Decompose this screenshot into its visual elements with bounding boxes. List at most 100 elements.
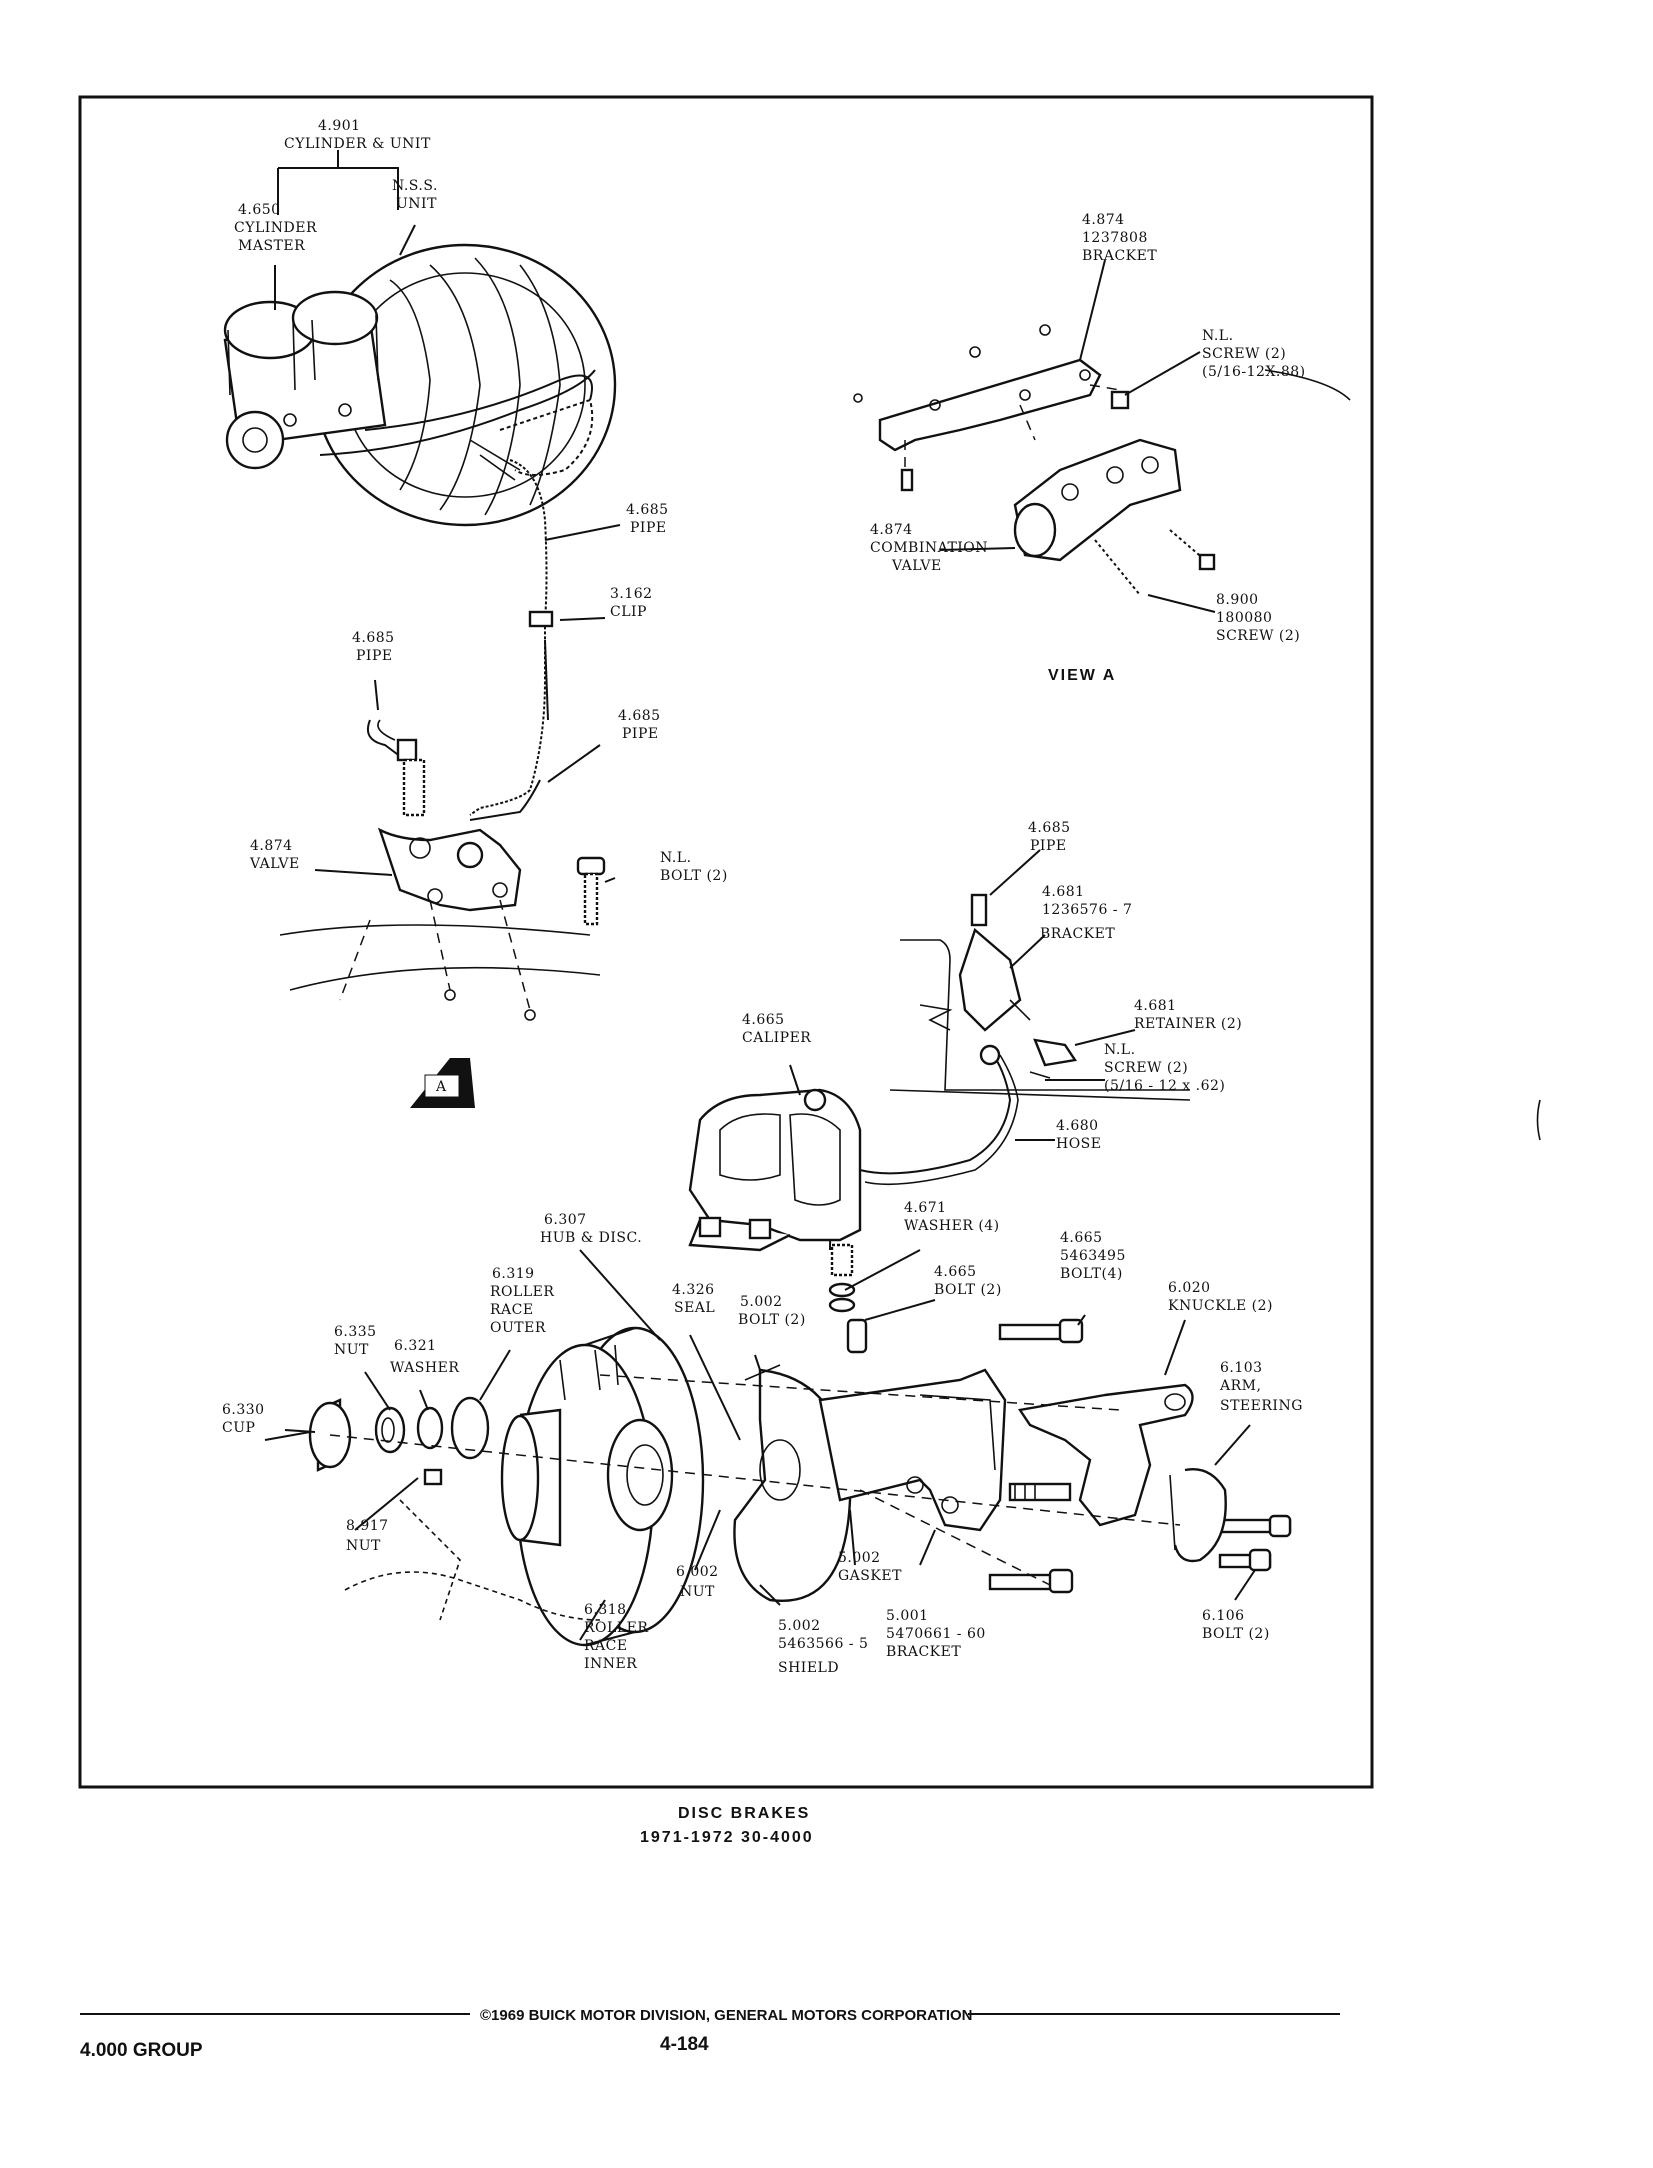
callout-clip-line: CLIP [610, 604, 647, 620]
callout-arm-steering-line: 6.103 [1220, 1360, 1263, 1376]
callout-caliper: 4.665 CALIPER [742, 1012, 811, 1046]
callout-washer-321-line: 6.321 [394, 1338, 437, 1354]
callout-cylinder-master-line: 4.650 [238, 202, 281, 218]
callout-bolt-caliper-line: BOLT (2) [934, 1282, 1002, 1298]
callout-roller-outer-line: 6.319 [492, 1266, 535, 1282]
callout-cylinder-master-line: CYLINDER [234, 220, 317, 236]
callout-nss-unit: N.S.S. UNIT [392, 178, 438, 212]
callout-retainer-line: 4.681 [1134, 998, 1177, 1014]
callout-shield-line: 5.002 [778, 1618, 821, 1634]
callout-pipe-upper-line: 4.685 [626, 502, 669, 518]
callout-roller-inner-line: RACE [584, 1638, 628, 1654]
callout-hose-line: 4.680 [1056, 1118, 1099, 1134]
callout-nl-screw-view: N.L. SCREW (2) (5/16-12X.88) [1202, 328, 1306, 380]
callout-pipe-upper-line: PIPE [630, 520, 667, 536]
callout-bolt-106-line: BOLT (2) [1202, 1626, 1270, 1642]
callout-nl-screw-hose-line: (5/16 - 12 x .62) [1104, 1078, 1225, 1094]
callout-pipe-right-line: PIPE [1030, 838, 1067, 854]
callout-pipe-left-line: 4.685 [352, 630, 395, 646]
callout-bolt-4-line: 5463495 [1060, 1248, 1126, 1264]
callout-washer-4-line: 4.671 [904, 1200, 947, 1216]
callout-seal: 4.326 SEAL [672, 1282, 715, 1316]
steering-knuckle [1008, 1383, 1194, 1527]
callout-bracket-hose: 4.681 1236576 - 7 BRACKET [1040, 884, 1132, 942]
callout-clip: 3.162 CLIP [610, 586, 653, 620]
callout-washer-321: 6.321 WASHER [390, 1338, 459, 1376]
callout-combination-valve: 4.874 COMBINATION VALVE [870, 522, 988, 574]
callout-caliper-line: 4.665 [742, 1012, 785, 1028]
callout-bolt-shield-line: 5.002 [740, 1294, 783, 1310]
callout-hose-line: HOSE [1056, 1136, 1102, 1152]
callout-nut-335-line: 6.335 [334, 1324, 377, 1340]
callout-screw-view-line: 180080 [1216, 610, 1272, 626]
callout-screw-view-line: 8.900 [1216, 592, 1259, 608]
leader-lines [264, 150, 1256, 1641]
callout-arm-steering-line: STEERING [1220, 1398, 1303, 1414]
callout-pipe-mid: 4.685 PIPE [618, 708, 661, 742]
hub-and-disc [500, 1326, 705, 1647]
callout-bracket-001-line: 5.001 [886, 1608, 929, 1624]
callout-combination-valve-line: VALVE [891, 558, 942, 574]
callout-shield-line: SHIELD [778, 1660, 839, 1676]
assembly-centerline [329, 1434, 1181, 1526]
combination-valve-part [1013, 438, 1216, 596]
callout-nut-002-line: 6.002 [676, 1564, 719, 1580]
callout-nut-002-line: NUT [680, 1584, 715, 1600]
callout-nl-screw-hose-line: SCREW (2) [1104, 1060, 1188, 1076]
pipe-clip [528, 610, 554, 628]
callout-bracket-view-line: 4.874 [1082, 212, 1125, 228]
callout-bracket-001: 5.001 5470661 - 60 BRACKET [886, 1608, 985, 1660]
callout-roller-outer-line: ROLLER [490, 1284, 554, 1300]
callout-pipe-left-line: PIPE [356, 648, 393, 664]
callout-cyl-unit-line: CYLINDER & UNIT [284, 136, 431, 152]
callout-pipe-left: 4.685 PIPE [352, 630, 395, 664]
brake-lines-upper [319, 369, 596, 821]
callout-retainer: 4.681 RETAINER (2) [1134, 998, 1242, 1032]
callout-nut-917-line: 8.917 [346, 1518, 389, 1534]
callout-bolt-shield-line: BOLT (2) [738, 1312, 806, 1328]
callout-screw-view-line: SCREW (2) [1216, 628, 1300, 644]
footer-copyright: ©1969 BUICK MOTOR DIVISION, GENERAL MOTO… [480, 2007, 973, 2024]
callout-pipe-mid-line: 4.685 [618, 708, 661, 724]
view-a-label: VIEW A [1048, 667, 1116, 684]
callout-seal-line: 4.326 [672, 1282, 715, 1298]
callout-seal-line: SEAL [674, 1300, 715, 1316]
callout-nss-unit-line: N.S.S. [392, 178, 438, 194]
steering-arm [1169, 1468, 1227, 1563]
callout-clip-line: 3.162 [610, 586, 653, 602]
callout-pipe-mid-line: PIPE [622, 726, 659, 742]
callout-shield-line: 5463566 - 5 [778, 1636, 868, 1652]
callout-bracket-hose-line: 4.681 [1042, 884, 1085, 900]
diagram-subtitle: 1971-1972 30-4000 [640, 1829, 814, 1846]
callout-hub-disc-line: 6.307 [544, 1212, 587, 1228]
callout-roller-outer-line: OUTER [490, 1320, 546, 1336]
callout-retainer-line: RETAINER (2) [1134, 1016, 1242, 1032]
hose-bracket-assembly [829, 893, 1191, 1251]
callout-gasket-line: 5.002 [838, 1550, 881, 1566]
callout-nut-002: 6.002 NUT [676, 1564, 719, 1600]
callout-washer-4: 4.671 WASHER (4) [904, 1200, 999, 1234]
master-cylinder [223, 290, 387, 470]
callout-bolt-shield: 5.002 BOLT (2) [738, 1294, 806, 1328]
callout-bracket-view: 4.874 1237808 BRACKET [1082, 212, 1157, 264]
diagram-title: DISC BRAKES [678, 1805, 810, 1822]
callout-nut-335-line: NUT [334, 1342, 369, 1358]
view-a-marker: A [410, 1058, 475, 1108]
callout-nl-screw-hose: N.L. SCREW (2) (5/16 - 12 x .62) [1104, 1042, 1225, 1094]
footer-group: 4.000 GROUP [80, 2040, 203, 2061]
callout-roller-inner-line: ROLLER [584, 1620, 648, 1636]
callout-nl-bolt-line: BOLT (2) [660, 868, 728, 884]
callout-valve: 4.874 VALVE [249, 838, 299, 872]
callout-nss-unit-line: UNIT [396, 196, 437, 212]
view-a-bracket [853, 324, 1130, 492]
callout-cyl-unit: 4.901 CYLINDER & UNIT [284, 118, 431, 152]
callout-hub-disc-line: HUB & DISC. [540, 1230, 642, 1246]
callout-nl-bolt: N.L. BOLT (2) [660, 850, 728, 884]
callout-nl-bolt-line: N.L. [660, 850, 692, 866]
callout-bolt-caliper: 4.665 BOLT (2) [934, 1264, 1002, 1298]
callout-bolt-4-line: BOLT(4) [1060, 1266, 1123, 1282]
callout-nl-screw-view-line: (5/16-12X.88) [1202, 364, 1306, 380]
callout-roller-inner-line: 6.318 [584, 1602, 627, 1618]
callout-knuckle: 6.020 KNUCKLE (2) [1168, 1280, 1272, 1314]
